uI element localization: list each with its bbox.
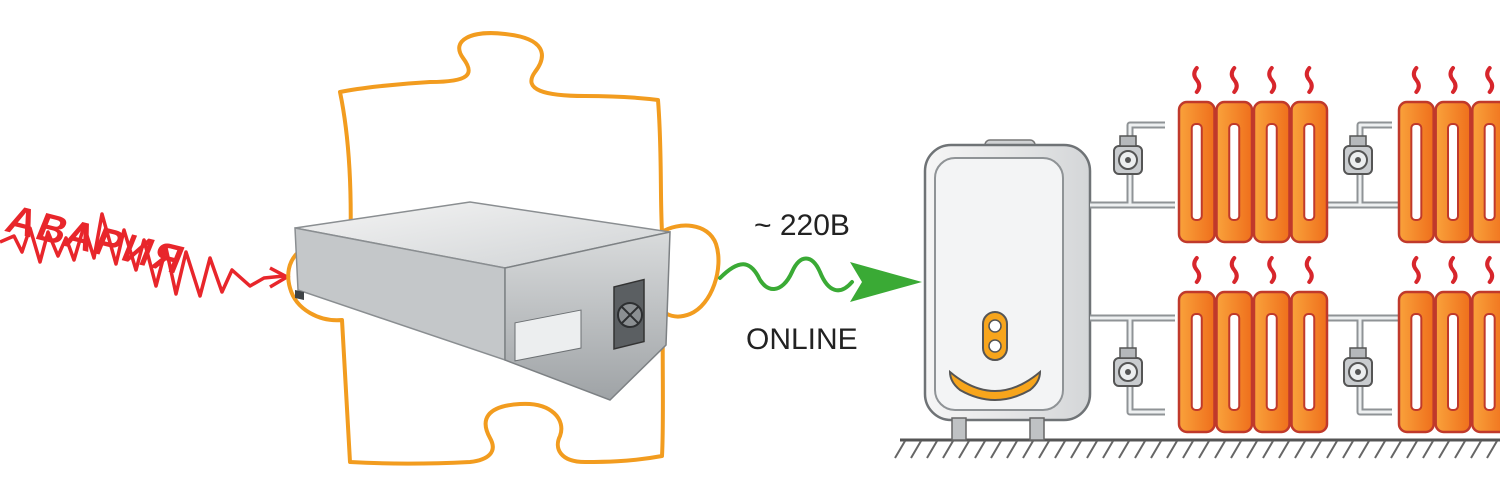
heat-wave-icon [1485, 66, 1495, 94]
radiator-slot [1303, 123, 1316, 221]
boiler-leg-left [951, 417, 967, 441]
heat-wave-icon [1267, 256, 1277, 284]
radiator-top-left [1177, 66, 1329, 244]
floor-hatching [894, 438, 1500, 459]
ups-front-face [504, 231, 671, 401]
heat-wave-icon [1229, 256, 1239, 284]
boiler-leg-right [1029, 417, 1045, 441]
radiator-slot [1447, 313, 1459, 411]
radiator-slot [1483, 313, 1496, 411]
radiator-slot [1303, 313, 1316, 411]
pump-icon-top-right [1343, 135, 1373, 175]
boiler-indicator-icon [982, 311, 1008, 361]
ups-control-panel [514, 309, 582, 362]
power-output: ~ 220В ONLINE [718, 209, 922, 356]
puzzle-piece-icon [286, 31, 721, 466]
heat-wave-icon [1304, 66, 1314, 94]
radiator-slot [1265, 123, 1278, 221]
alarm-signal: АВАРИЯ [0, 197, 291, 298]
boiler [923, 139, 1092, 441]
mode-label: ONLINE [746, 323, 858, 356]
radiator-top-right [1397, 66, 1500, 244]
heat-wave-icon [1192, 66, 1202, 94]
pump-icon-bottom-left [1113, 347, 1143, 387]
boiler-front-panel [934, 157, 1064, 411]
ups-foot [295, 290, 304, 300]
alarm-label: АВАРИЯ [0, 197, 192, 283]
radiators [1177, 66, 1500, 434]
heat-wave-icon [1448, 256, 1458, 284]
radiator-slot [1190, 313, 1203, 411]
ups-fan-icon [613, 278, 645, 350]
radiator-slot [1410, 123, 1423, 221]
radiator-slot [1190, 123, 1203, 221]
heat-wave-icon [1485, 256, 1495, 284]
radiator-slot [1447, 123, 1459, 221]
pump-icon-top-left [1113, 135, 1143, 175]
radiator-slot [1228, 123, 1241, 221]
power-wave-icon [718, 256, 854, 293]
radiator-bottom-left [1177, 256, 1329, 434]
heat-wave-icon [1448, 66, 1458, 94]
radiator-bottom-right [1397, 256, 1500, 434]
boiler-smile-icon [948, 369, 1042, 401]
heat-wave-icon [1411, 66, 1421, 94]
pump-icon-bottom-right [1343, 347, 1373, 387]
radiator-slot [1483, 123, 1496, 221]
radiator-slot [1410, 313, 1423, 411]
radiator-slot [1265, 313, 1278, 411]
heat-wave-icon [1304, 256, 1314, 284]
heat-wave-icon [1229, 66, 1239, 94]
heat-wave-icon [1192, 256, 1202, 284]
radiator-slot [1228, 313, 1241, 411]
alarm-zigzag-icon [0, 212, 285, 298]
heat-wave-icon [1267, 66, 1277, 94]
voltage-label: ~ 220В [754, 209, 850, 242]
heat-wave-icon [1411, 256, 1421, 284]
ups-unit [294, 201, 671, 401]
power-arrowhead-icon [850, 262, 922, 302]
